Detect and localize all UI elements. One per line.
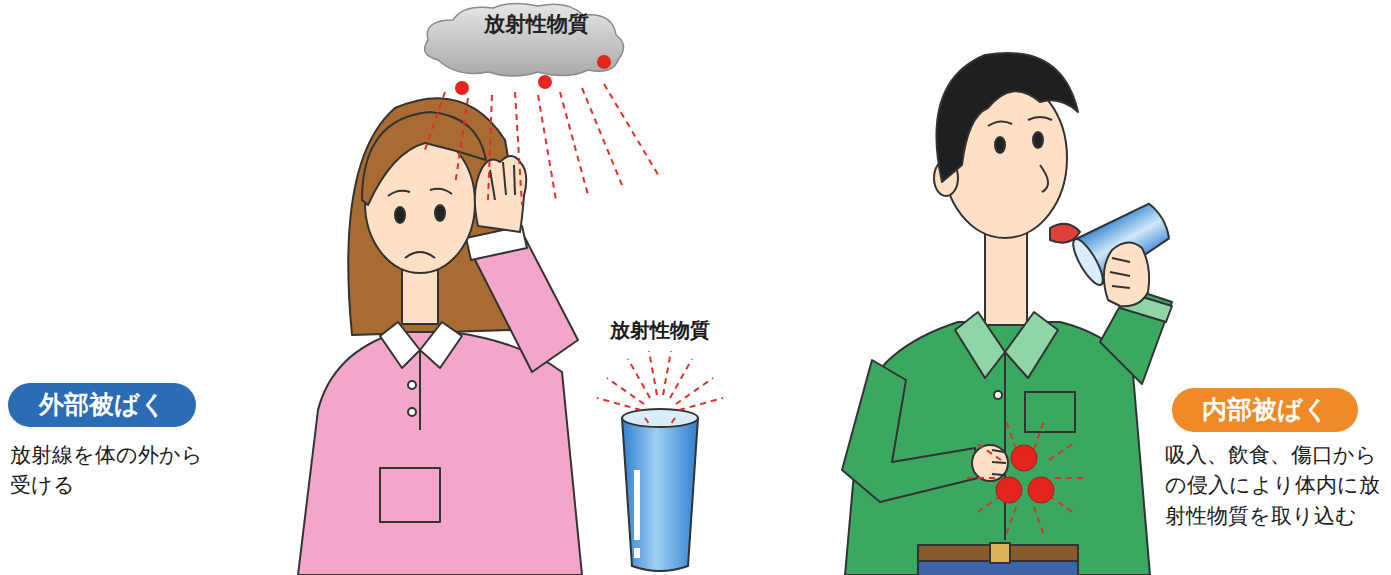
radiation-ray — [1006, 507, 1016, 535]
external-exposure-badge: 外部被ばく — [8, 383, 196, 427]
radioactive-particle — [597, 55, 611, 69]
eyebrow — [988, 121, 1012, 126]
hair-bangs — [362, 112, 486, 205]
pocket — [1025, 392, 1075, 432]
radiation-ray — [668, 418, 675, 428]
radiation-ray — [515, 92, 522, 205]
radioactive-particle — [1011, 445, 1037, 471]
frown-mouth — [405, 252, 435, 258]
fist — [972, 445, 1008, 481]
radiation-ray — [965, 477, 995, 479]
radiation-ray — [976, 443, 1001, 460]
belt-buckle — [990, 543, 1010, 563]
cup-body — [622, 418, 698, 571]
eye — [1033, 132, 1043, 148]
radiation-ray — [582, 88, 622, 185]
radiation-ray — [645, 418, 652, 428]
nose — [1040, 165, 1048, 192]
glass-of-water — [622, 409, 698, 571]
radiation-ray — [649, 351, 657, 395]
eye — [995, 137, 1005, 153]
cup-highlight — [634, 548, 640, 558]
cloud-particles — [455, 55, 611, 95]
radioactive-particle — [1028, 477, 1054, 503]
cup-rays — [597, 351, 723, 428]
radiation-ray — [663, 351, 671, 395]
radiation-ray — [455, 98, 468, 185]
radiation-ray — [679, 398, 723, 410]
woman-figure — [298, 98, 582, 575]
placket — [419, 350, 421, 430]
radiation-ray — [604, 84, 660, 178]
pocket — [380, 468, 440, 522]
cup-rim — [1068, 235, 1108, 288]
radioactive-cloud: 放射性物質 — [418, 0, 628, 80]
eyebrow — [388, 191, 410, 196]
radiation-ray — [976, 496, 1001, 513]
cloud-label: 放射性物質 — [484, 12, 589, 37]
button — [994, 391, 1002, 399]
collar-right — [1005, 312, 1058, 378]
description-text: 放射線を体の外から受ける — [10, 440, 205, 501]
radioactive-particle — [455, 81, 469, 95]
eye — [395, 207, 405, 223]
radioactive-particle — [996, 477, 1022, 503]
internal-exposure-badge: 内部被ばく — [1172, 388, 1358, 432]
radiation-ray — [628, 359, 650, 398]
cloud-rays — [425, 84, 660, 205]
radiation-ray — [670, 359, 692, 398]
radiation-ray — [1006, 421, 1016, 449]
cup-rim — [622, 409, 698, 427]
belly-rays — [965, 421, 1085, 535]
radiation-ray — [1055, 477, 1085, 479]
neck — [985, 225, 1027, 325]
radiation-ray — [538, 95, 556, 200]
collar-left — [380, 322, 420, 368]
eye — [435, 205, 445, 221]
badge-title: 外部被ばく — [39, 390, 166, 420]
radiation-ray — [1034, 421, 1044, 449]
fingers — [1110, 258, 1130, 288]
radiation-ray — [1049, 443, 1074, 460]
raised-arm — [470, 238, 578, 372]
man-figure — [842, 53, 1175, 575]
radiation-ray — [676, 378, 713, 404]
cloud-shape — [425, 3, 624, 76]
hair — [936, 53, 1078, 182]
radiation-ray — [425, 92, 445, 150]
radiation-ray — [597, 398, 641, 410]
collar-left — [955, 312, 1005, 378]
eyebrow — [1028, 117, 1052, 120]
radiation-ray — [560, 92, 588, 195]
badge-title: 内部被ばく — [1202, 395, 1329, 425]
internal-particles — [996, 445, 1054, 503]
button — [408, 381, 416, 389]
akimbo-arm — [842, 360, 978, 502]
held-cup — [1068, 196, 1175, 288]
cup-highlight — [634, 470, 640, 540]
eyebrow — [430, 189, 452, 194]
radiation-ray — [1049, 496, 1074, 513]
radioactive-particle — [538, 75, 552, 89]
radiation-ray — [1034, 507, 1044, 535]
collar-right — [420, 322, 462, 368]
substance-label: 放射性物質 — [595, 316, 725, 345]
hand — [475, 156, 526, 232]
fingers — [490, 162, 515, 200]
hand — [1104, 242, 1149, 306]
radiation-ray — [488, 95, 492, 200]
description-text: 吸入、飲食、傷口からの侵入により体内に放射性物質を取り込む — [1165, 440, 1381, 531]
radiation-ray — [607, 378, 644, 404]
placket — [1004, 352, 1006, 540]
fist-fingers — [992, 450, 1006, 475]
button — [408, 408, 416, 416]
